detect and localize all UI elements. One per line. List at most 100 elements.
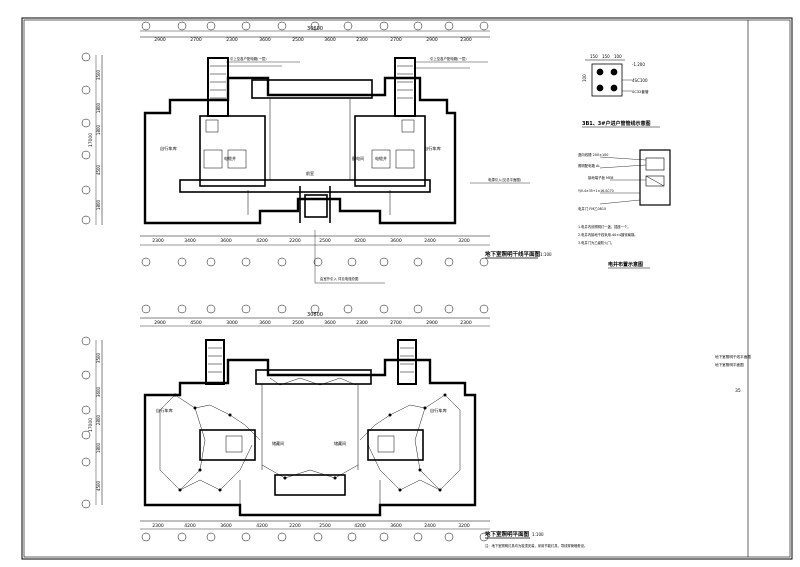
top-plan-bottom-dims: 2300 3400 3600 4200 2200 2500 4200 3600 … xyxy=(152,238,470,244)
top-shaft-right: 电缆井 xyxy=(375,155,387,161)
bottom-left-dim-5: 4500 xyxy=(96,480,101,491)
box-line-5: 电井门 FM乙0815 xyxy=(578,206,606,211)
btm-bdim-5: 2200 xyxy=(289,523,301,529)
bottom-right-stair xyxy=(397,339,417,385)
bottom-room-left: 自行车库 xyxy=(156,407,173,414)
top-plan-details xyxy=(203,99,415,215)
plan-bottom: 30600 2900 4500 3000 3600 2500 3600 2300… xyxy=(81,304,587,548)
top-bdim-2: 3400 xyxy=(184,238,196,244)
bottom-left-dim-4: 1800 xyxy=(96,442,101,453)
box-line-1: 竖向线槽 200×100 xyxy=(578,152,608,157)
pipes-label-3: 100 xyxy=(614,54,622,59)
drawing-frame-outer xyxy=(21,17,793,560)
top-left-dim-4: 4500 xyxy=(96,164,101,175)
top-bdim-10: 3200 xyxy=(458,238,470,244)
btm-dim-4: 3600 xyxy=(259,320,271,326)
top-dim-6: 3600 xyxy=(324,37,336,43)
top-dim-3: 2300 xyxy=(226,37,238,43)
bottom-plan-bottom-dims: 2300 4200 3600 4200 2200 2500 4200 3600 … xyxy=(152,523,470,529)
bottom-plan-details xyxy=(225,384,395,505)
legend: 地下室照明干线平面图 地下室照明平面图 35 xyxy=(715,354,751,394)
top-bdim-5: 2200 xyxy=(289,238,301,244)
top-left-dim-3: 1800 xyxy=(96,124,101,135)
top-dim-5: 2500 xyxy=(292,37,304,43)
box-note-2: 2.电井内接地干线采用-40×4镀锌扁钢。 xyxy=(578,232,638,237)
detail-box-leaders xyxy=(599,156,647,205)
btm-bdim-10: 3200 xyxy=(458,523,470,529)
bottom-mid-left: 储藏间 xyxy=(272,440,284,446)
bottom-plan-total-dim: 30600 xyxy=(307,312,323,318)
top-left-dim-1: 3500 xyxy=(96,69,101,80)
box-line-2: 照明配电箱 AL xyxy=(578,163,600,168)
top-bdim-7: 4200 xyxy=(354,238,366,244)
pipes-label-4sc: 4SC100 xyxy=(632,78,648,83)
btm-bdim-7: 4200 xyxy=(354,523,366,529)
btm-dim-7: 2300 xyxy=(356,320,368,326)
top-bdim-4: 4200 xyxy=(256,238,268,244)
bottom-plan-axis-bubbles-bottom xyxy=(141,532,489,542)
box-line-3: 接地端子板 MEB xyxy=(588,175,614,180)
detail-pipes: 150 150 100 -1.200 4SC100 SC32套管 100 3B1… xyxy=(582,54,660,128)
bottom-plan-axis-bubbles-top xyxy=(141,304,489,314)
bottom-stair-treads xyxy=(208,347,414,373)
btm-dim-6: 3600 xyxy=(324,320,336,326)
bottom-left-axis-bubbles xyxy=(81,336,91,509)
bottom-plan-outer-wall xyxy=(143,358,477,517)
top-stair-treads xyxy=(210,65,413,99)
bottom-left-total: 17000 xyxy=(88,418,94,432)
top-dim-9: 2900 xyxy=(426,37,438,43)
btm-dim-3: 3000 xyxy=(226,320,238,326)
top-room-right: 自行车库 xyxy=(424,145,441,152)
sheet-number: 35 xyxy=(735,388,741,394)
top-left-dim-2: 1800 xyxy=(96,102,101,113)
top-dim-8: 2700 xyxy=(390,37,402,43)
pipes-label-100: 100 xyxy=(582,74,587,82)
top-plan-scale: 1:100 xyxy=(540,252,552,257)
top-shaft-left: 电缆井 xyxy=(224,155,236,161)
btm-dim-1: 2900 xyxy=(154,320,166,326)
top-bdim-3: 3600 xyxy=(220,238,232,244)
btm-dim-8: 2700 xyxy=(390,320,402,326)
pipes-label-elev: -1.200 xyxy=(632,62,645,67)
top-plan-leaders xyxy=(226,61,530,284)
bottom-plan-title: 地下室照明平面图 xyxy=(485,530,530,538)
bottom-left-dim-3: 2800 xyxy=(96,414,101,425)
top-plan-top-dims: 2900 2700 2300 3600 2500 3600 2300 2700 … xyxy=(154,37,472,43)
legend-line-2: 地下室照明平面图 xyxy=(715,362,744,367)
top-left-axis-bubbles xyxy=(81,52,91,225)
btm-bdim-2: 4200 xyxy=(184,523,196,529)
box-title: 电井布置示意图 xyxy=(608,261,643,268)
bottom-left-stair xyxy=(205,339,225,385)
bottom-left-dim-1: 3500 xyxy=(96,352,101,363)
pipes-label-sleeve: SC32套管 xyxy=(632,89,649,94)
detail-box: 竖向线槽 200×100 照明配电箱 AL 接地端子板 MEB YJV-4×35… xyxy=(578,149,671,269)
top-bdim-9: 2400 xyxy=(424,238,436,244)
top-note-tl: 引上至各户配电箱(一层) xyxy=(230,56,267,61)
top-machine-room: 配电间 xyxy=(352,155,364,161)
top-room-left: 自行车库 xyxy=(160,145,177,152)
top-bdim-6: 2500 xyxy=(319,238,331,244)
btm-bdim-1: 2300 xyxy=(152,523,164,529)
btm-dim-10: 2300 xyxy=(460,320,472,326)
top-note-tr: 引上至各户配电箱(一层) xyxy=(430,56,467,61)
btm-dim-9: 2900 xyxy=(426,320,438,326)
bottom-plan-lights xyxy=(173,393,447,492)
btm-bdim-4: 4200 xyxy=(256,523,268,529)
bottom-mid-right: 储藏间 xyxy=(334,440,346,446)
top-dim-7: 2300 xyxy=(356,37,368,43)
top-left-dim-5: 1800 xyxy=(96,199,101,210)
top-plan-title: 地下室照明干线平面图 xyxy=(485,250,541,258)
drawing-frame-inner xyxy=(23,19,791,558)
top-dim-2: 2700 xyxy=(190,37,202,43)
pipes-title: 3B1、3#户进户管管线示意图 xyxy=(582,120,650,127)
bottom-plan-top-dims: 2900 4500 3000 3600 2500 3600 2300 2700 … xyxy=(154,320,472,326)
top-dim-1: 2900 xyxy=(154,37,166,43)
legend-line-1: 地下室照明干线平面图 xyxy=(715,354,751,359)
top-note-bottom: 由室外引入 详见电施总图 xyxy=(320,276,359,281)
top-plan-axis-bubbles xyxy=(141,21,489,31)
box-note-1: 1.电井内设照明灯一盏，插座一个。 xyxy=(578,224,631,229)
btm-bdim-3: 3600 xyxy=(220,523,232,529)
top-bdim-8: 3600 xyxy=(390,238,402,244)
